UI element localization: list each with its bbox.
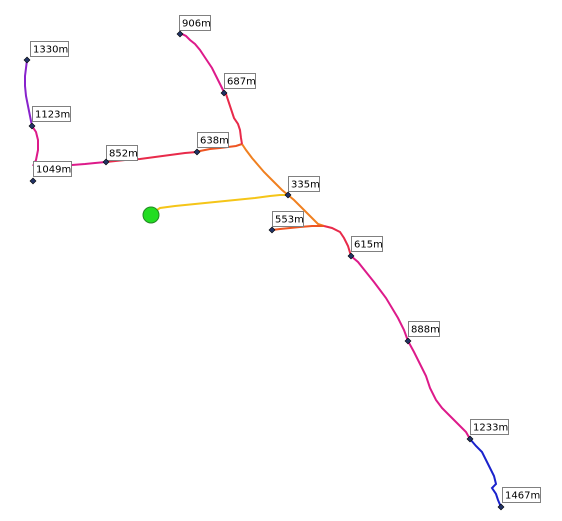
distance-label-box (32, 106, 71, 122)
distance-label-1123m: 1123m (28, 106, 71, 130)
distance-label-888m: 888m (404, 321, 440, 345)
distance-label-text: 615m (354, 240, 383, 251)
distance-label-text: 335m (291, 180, 320, 191)
route-segment-origin-to-335m (150, 194, 288, 215)
distance-label-text: 687m (227, 77, 256, 88)
distance-label-text: 1330m (33, 45, 68, 56)
node-diamond-icon[interactable] (284, 191, 292, 199)
distance-label-615m: 615m (347, 236, 383, 260)
distance-label-1467m: 1467m (497, 487, 541, 511)
distance-label-text: 1467m (505, 491, 540, 502)
distance-markers: 906m 687m 1330m 1123m 638m 852m 1049m 335m 553m 6… (23, 15, 541, 511)
route-segment-1233m-to-1467m (469, 438, 502, 508)
distance-label-text: 1049m (36, 165, 71, 176)
distance-label-box (408, 321, 440, 337)
node-diamond-icon[interactable] (102, 158, 110, 166)
distance-label-box (502, 487, 541, 503)
route-segment-split-to-615m (323, 225, 352, 257)
node-diamond-icon[interactable] (347, 252, 355, 260)
distance-label-box (351, 236, 383, 252)
distance-label-text: 553m (275, 215, 304, 226)
node-diamond-icon[interactable] (23, 56, 31, 64)
distance-label-box (106, 145, 138, 161)
node-diamond-icon[interactable] (176, 30, 184, 38)
node-diamond-icon[interactable] (29, 177, 37, 185)
distance-label-text: 906m (182, 19, 211, 30)
distance-label-638m: 638m (193, 132, 229, 156)
distance-label-text: 852m (109, 149, 138, 160)
distance-label-335m: 335m (284, 176, 320, 199)
distance-label-text: 1123m (35, 110, 70, 121)
distance-label-687m: 687m (220, 73, 256, 97)
node-diamond-icon[interactable] (220, 89, 228, 97)
route-network (24, 32, 502, 508)
route-segment-1049m-to-1123m (31, 125, 39, 167)
distance-label-1049m: 1049m (29, 161, 72, 185)
node-diamond-icon[interactable] (404, 337, 412, 345)
distance-label-box (470, 419, 509, 435)
node-diamond-icon[interactable] (193, 148, 201, 156)
distance-label-box (224, 73, 256, 89)
node-diamond-icon[interactable] (466, 435, 474, 443)
distance-label-text: 638m (200, 136, 229, 147)
route-segment-335m-to-split (287, 194, 325, 227)
distance-label-1330m: 1330m (23, 41, 69, 64)
distance-label-text: 1233m (473, 423, 508, 434)
distance-label-852m: 852m (102, 145, 138, 166)
node-diamond-icon[interactable] (28, 122, 36, 130)
distance-label-box (179, 15, 211, 31)
distance-label-box (288, 176, 320, 192)
node-diamond-icon[interactable] (497, 503, 505, 511)
distance-label-1233m: 1233m (466, 419, 509, 443)
route-segment-split-to-553m (271, 225, 324, 231)
origin-marker-icon[interactable] (142, 206, 160, 224)
route-segment-junction-to-687m (223, 91, 243, 145)
distance-label-box (272, 211, 304, 227)
route-segment-687m-to-906m (179, 32, 225, 93)
distance-label-box (30, 41, 69, 57)
distance-label-box (33, 161, 72, 177)
distance-label-box (197, 132, 229, 148)
distance-label-553m: 553m (268, 211, 304, 234)
route-segment-1123m-to-1330m (24, 59, 33, 127)
route-segment-615m-to-888m (350, 255, 409, 342)
route-segment-888m-to-1233m (407, 340, 471, 440)
route-segment-335m-to-junction (241, 143, 289, 196)
distance-label-906m: 906m (176, 15, 211, 38)
node-diamond-icon[interactable] (268, 226, 276, 234)
distance-label-text: 888m (411, 325, 440, 336)
